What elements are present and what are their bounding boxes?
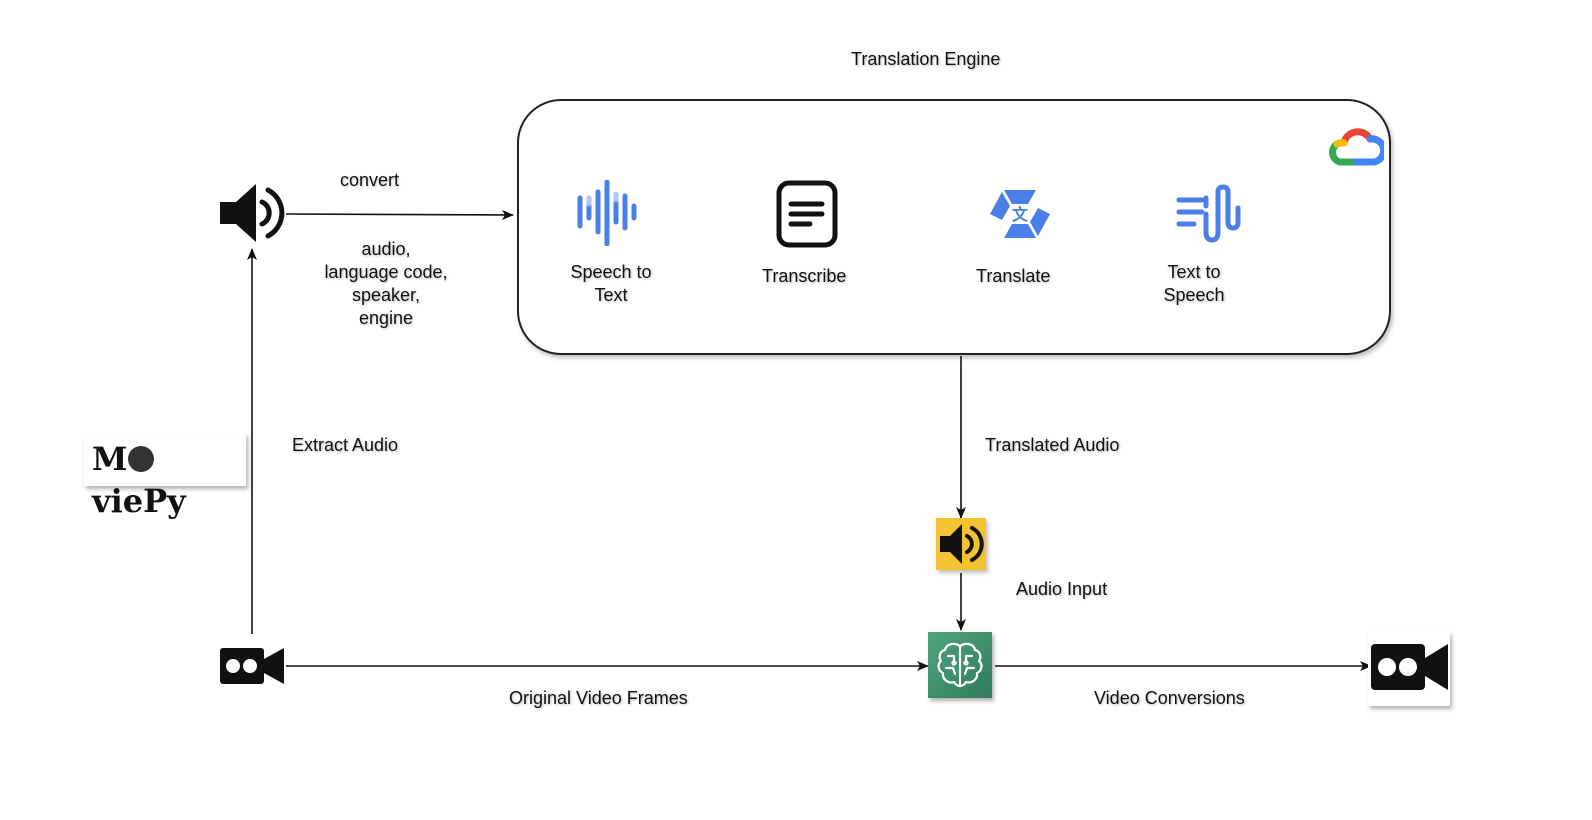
label-convert-params: audio, language code, speaker, engine	[324, 239, 448, 328]
label-speech-to-text: Speech to Text	[570, 262, 652, 305]
film-reel-icon	[128, 446, 155, 472]
waveform-icon	[577, 180, 637, 246]
label-text-to-speech: Text to Speech	[1163, 262, 1225, 305]
label-translate: Translate	[976, 266, 1051, 286]
svg-text:文: 文	[1012, 205, 1029, 224]
google-cloud-icon	[1329, 128, 1384, 166]
label-original-video-frames: Original Video Frames	[509, 688, 688, 708]
video-camera-icon	[220, 648, 284, 684]
translation-engine-box	[517, 99, 1391, 355]
translate-icon: 文	[990, 190, 1050, 238]
processor-node	[928, 632, 992, 698]
label-video-conversions: Video Conversions	[1094, 688, 1245, 708]
speaker-icon	[220, 184, 285, 242]
label-convert: convert	[340, 170, 400, 190]
brain-icon	[937, 642, 983, 688]
speaker-icon	[940, 524, 984, 564]
document-icon	[776, 180, 838, 248]
engine-title: Translation Engine	[851, 49, 1001, 69]
label-translated-audio: Translated Audio	[985, 435, 1120, 455]
video-camera-icon	[1371, 644, 1448, 690]
label-transcribe: Transcribe	[762, 266, 847, 286]
edge-convert	[285, 209, 514, 220]
translated-audio-node	[936, 518, 986, 570]
moviepy-logo: MviePy	[84, 434, 246, 520]
label-extract-audio: Extract Audio	[292, 435, 399, 455]
moviepy-logo-text: MviePy	[92, 440, 186, 520]
text-to-speech-icon	[1176, 184, 1241, 243]
output-video-node	[1368, 632, 1450, 706]
label-audio-input: Audio Input	[1016, 579, 1108, 599]
